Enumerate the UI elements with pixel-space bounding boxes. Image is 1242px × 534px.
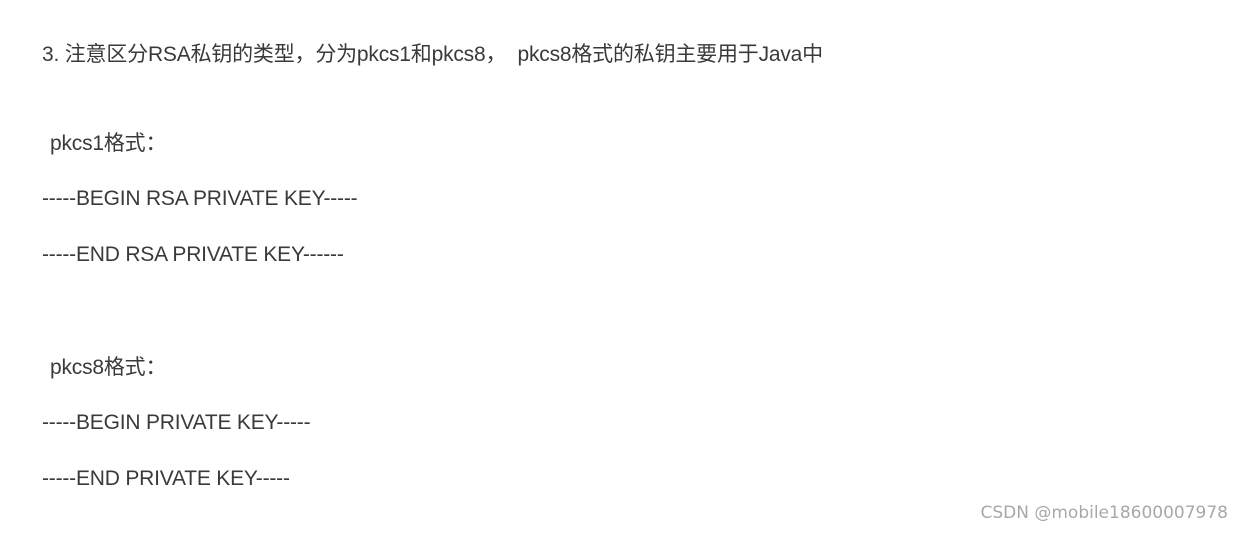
heading-text: 3. 注意区分RSA私钥的类型，分为pkcs1和pkcs8， pkcs8格式的私…	[42, 43, 823, 66]
pkcs1-begin-line: -----BEGIN RSA PRIVATE KEY-----	[42, 187, 358, 210]
pkcs1-end-line: -----END RSA PRIVATE KEY------	[42, 243, 344, 266]
csdn-watermark: CSDN @mobile18600007978	[980, 503, 1228, 523]
pkcs8-end-line: -----END PRIVATE KEY-----	[42, 467, 290, 490]
pkcs8-label: pkcs8格式：	[50, 356, 167, 379]
pkcs8-begin-line: -----BEGIN PRIVATE KEY-----	[42, 411, 311, 434]
pkcs1-label: pkcs1格式：	[50, 132, 167, 155]
